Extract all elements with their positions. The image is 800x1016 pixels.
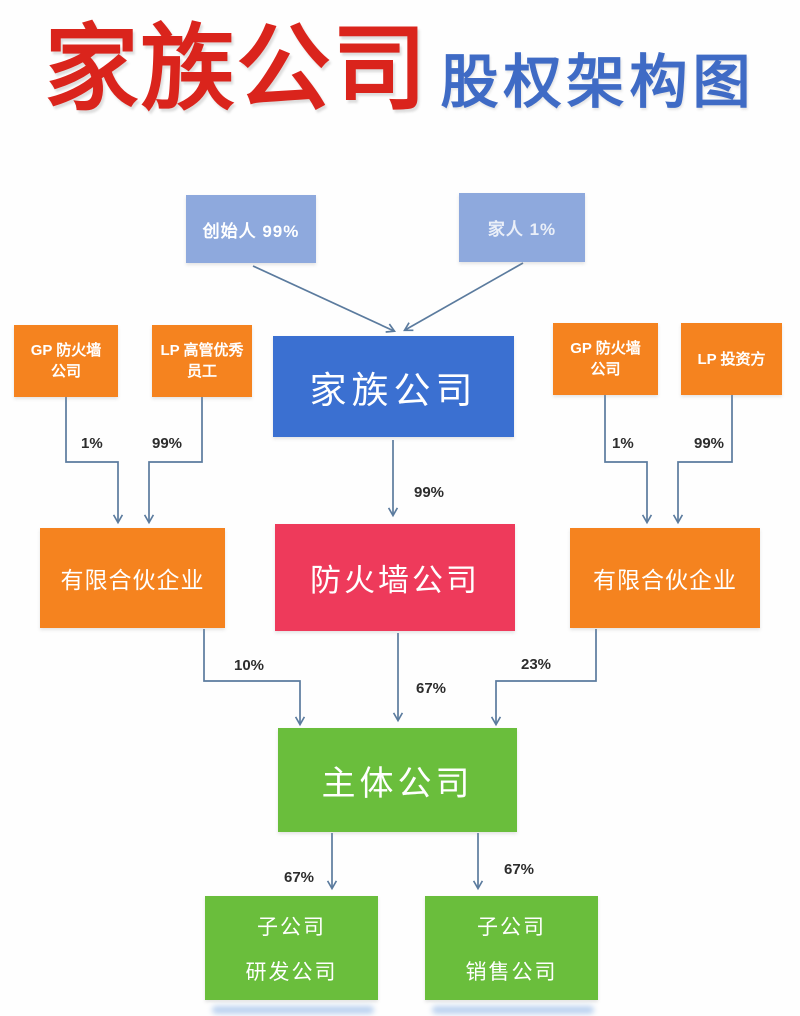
node-sub-rd-line2: 研发公司 — [245, 960, 338, 984]
node-lp-right-label: LP 投资方 — [697, 350, 766, 368]
edge-gp-right-to-partnership — [604, 395, 653, 525]
edge-founder-to-family-co — [252, 265, 397, 333]
node-gp-firewall-left: GP 防火墙 公司 — [14, 325, 118, 397]
edge-partnership-left-to-main — [203, 629, 306, 727]
edge-lp-left-to-partnership — [143, 397, 203, 525]
edge-family-to-family-co — [403, 262, 524, 332]
edge-label-firewall-to-main-pct: 67% — [416, 680, 447, 697]
node-main-company-label: 主体公司 — [321, 764, 474, 803]
node-firewall-company-label: 防火墙公司 — [310, 563, 480, 598]
node-sub-rd-line1: 子公司 — [257, 915, 326, 939]
node-partnership-left-label: 有限合伙企业 — [60, 567, 205, 593]
node-family-label: 家人 1% — [487, 220, 557, 239]
edge-gp-left-to-partnership — [65, 397, 124, 525]
node-lp-investor: LP 投资方 — [681, 323, 782, 395]
title-main: 家族公司 — [44, 18, 429, 122]
edge-label-gp-right-pct: 1% — [612, 435, 634, 452]
node-firewall-company: 防火墙公司 — [275, 524, 515, 631]
node-founder-label: 创始人 99% — [202, 221, 300, 241]
node-partnership-right: 有限合伙企业 — [570, 528, 760, 628]
page-title: 家族公司 股权架构图 — [0, 18, 800, 123]
edge-label-lp-right-pct: 99% — [694, 435, 725, 452]
bottom-artifact-left — [212, 1006, 374, 1014]
node-partnership-right-label: 有限合伙企业 — [593, 567, 737, 593]
edge-label-partnership-right-to-main-pct: 23% — [521, 656, 552, 673]
title-sub: 股权架构图 — [440, 50, 756, 116]
node-subsidiary-rd: 子公司 研发公司 — [205, 896, 378, 1000]
node-family-company: 家族公司 — [273, 336, 514, 437]
edge-label-main-to-rd-pct: 67% — [284, 869, 315, 886]
node-main-company: 主体公司 — [278, 728, 517, 832]
node-lp-executives: LP 高管优秀 员工 — [152, 325, 252, 397]
edge-label-family-to-firewall-pct: 99% — [414, 484, 445, 501]
node-gp-right-line2: 公司 — [590, 361, 621, 378]
node-family-company-label: 家族公司 — [309, 369, 478, 411]
node-family: 家人 1% — [459, 193, 585, 262]
node-sub-sales-line1: 子公司 — [477, 915, 546, 939]
edge-lp-right-to-partnership — [672, 395, 733, 525]
node-lp-left-line1: LP 高管优秀 — [160, 342, 244, 359]
edge-label-lp-left-pct: 99% — [152, 435, 183, 452]
edge-label-main-to-sales-pct: 67% — [504, 861, 535, 878]
edge-label-gp-left-pct: 1% — [81, 435, 103, 452]
node-gp-left-line1: GP 防火墙 — [30, 342, 102, 359]
node-lp-left-line2: 员工 — [186, 363, 217, 380]
node-gp-right-line1: GP 防火墙 — [570, 340, 641, 357]
node-gp-left-line2: 公司 — [50, 363, 81, 380]
edge-partnership-right-to-main — [490, 629, 597, 727]
node-subsidiary-sales: 子公司 销售公司 — [425, 896, 598, 1000]
node-founder: 创始人 99% — [186, 195, 316, 263]
node-sub-sales-line2: 销售公司 — [465, 960, 558, 984]
bottom-artifact-right — [432, 1006, 594, 1014]
node-gp-firewall-right: GP 防火墙 公司 — [553, 323, 658, 395]
edge-label-partnership-left-to-main-pct: 10% — [234, 657, 265, 674]
node-partnership-left: 有限合伙企业 — [40, 528, 225, 628]
